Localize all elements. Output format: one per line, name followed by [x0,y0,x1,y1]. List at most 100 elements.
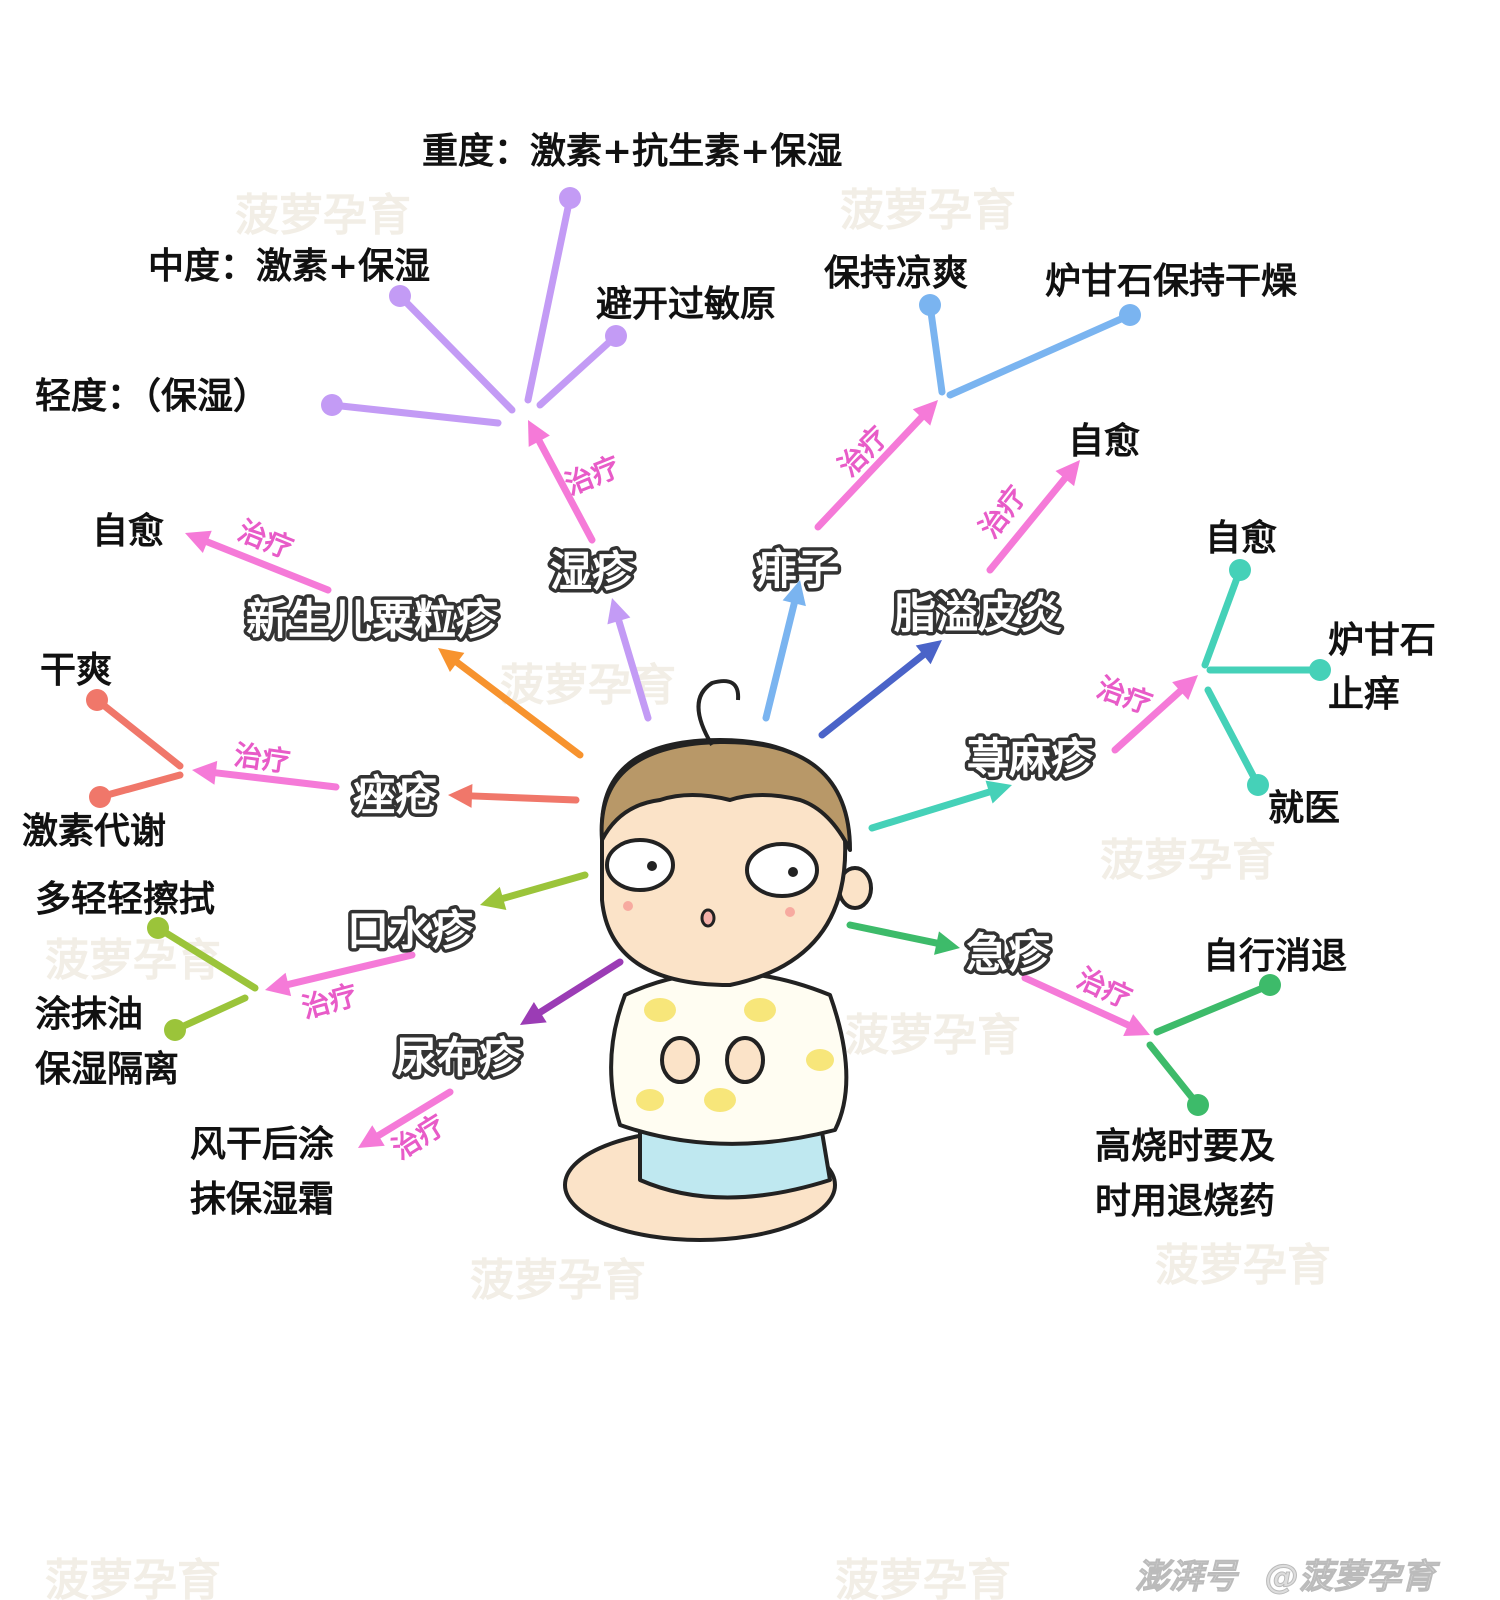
disease-seborrheic-dermatitis: 脂溢皮炎 [894,589,1062,638]
branch-line [93,696,184,770]
watermark: 菠萝孕育 [45,935,221,986]
arrow-line [762,599,798,722]
treatment-acne-dry: 干爽 [40,650,112,691]
arrow-head [185,530,212,554]
branch-line [524,194,574,404]
branch-line [396,292,516,414]
watermark: 菠萝孕育 [1100,835,1276,886]
branch-dot [86,689,108,711]
disease-milia: 新生儿粟粒疹 [246,595,499,644]
treatment-milia: 自愈 [92,510,164,552]
branch-dot [919,294,941,316]
branch-line [1204,686,1262,789]
arrow-line [499,871,589,902]
arrow-head [520,1002,547,1025]
treat-label: 治疗 [298,978,361,1024]
arrow-head [448,783,473,808]
arrow-line [453,658,584,759]
treatment-heat-rash-cool: 保持凉爽 [824,253,968,294]
arrow-head [480,886,507,910]
branch-line [154,924,259,992]
treatment-eczema-avoid: 避开过敏原 [596,284,776,325]
treat-label: 治疗 [386,1108,451,1166]
arrow-line [203,538,332,594]
arrow-line [375,1088,454,1140]
watermark: 菠萝孕育 [235,190,411,241]
disease-acne: 痤疮 [353,771,437,820]
watermark: 菠萝孕育 [835,1555,1011,1600]
arrow-head [1123,1014,1150,1036]
disease-heat-rash: 痱子 [755,545,839,594]
arrow-line [212,769,340,791]
treatment-roseola-fever1: 高烧时要及 [1095,1126,1275,1167]
arrow-head [528,420,550,447]
arrow-head [912,400,938,426]
connector-lines [86,187,1331,1148]
branch-dot [1119,304,1141,326]
arrow-line [468,792,580,804]
treat-label: 治疗 [973,480,1033,544]
arrow-line [986,475,1069,574]
arrow-head [607,598,631,625]
treat-label: 治疗 [560,450,624,502]
watermark: 菠萝孕育 [840,185,1016,236]
footer-watermark: 澎湃号 @菠萝孕育 [1135,1557,1441,1598]
branch-dot [1247,774,1269,796]
baby-illustration [563,679,873,1242]
arrow-head [915,640,942,665]
treat-label: 治疗 [1093,671,1157,721]
treatment-drool-barrier: 保湿隔离 [35,1049,179,1090]
arrow-head [934,931,960,955]
branch-dot [89,786,111,808]
treat-label: 治疗 [832,420,895,483]
watermark: 菠萝孕育 [500,660,676,711]
branch-line [171,994,249,1034]
disease-eczema: 湿疹 [550,547,635,596]
disease-diaper-rash: 尿布疹 [395,1033,522,1082]
treat-label: 治疗 [232,738,292,778]
branch-line [946,311,1134,399]
watermark: 菠萝孕育 [45,1555,221,1600]
watermark: 菠萝孕育 [470,1255,646,1306]
treatment-eczema-mild: 轻度：（保湿） [35,376,269,417]
treatment-roseola-fever2: 时用退烧药 [1095,1181,1275,1222]
arrow-head [782,580,806,607]
arrow-line [1111,687,1184,754]
arrow-head [438,648,465,673]
arrow-line [868,788,993,832]
branch-dot [1259,974,1281,996]
watermark: 菠萝孕育 [1155,1240,1331,1291]
arrow-head [265,972,292,997]
disease-roseola: 急疹 [966,929,1051,978]
watermark: 菠萝孕育 [845,1010,1021,1061]
branch-dot [1229,559,1251,581]
treatment-heat-rash-calamine: 炉甘石保持干燥 [1045,261,1298,302]
arrow-line [814,413,926,531]
treatment-drool-oil: 涂抹油 [35,994,143,1035]
treatment-seborrheic: 自愈 [1068,420,1140,462]
arrow-head [192,760,218,785]
branch-line [328,401,502,427]
branch-line [1201,566,1244,669]
arrow-line [284,951,416,988]
treatment-diaper-dry: 风干后涂 [190,1124,334,1165]
treatment-hives-self: 自愈 [1205,517,1277,559]
branch-dot [1187,1094,1209,1116]
arrow-head [1172,675,1198,700]
branch-line [1146,1041,1202,1109]
branch-dot [559,187,581,209]
treatment-roseola-subside: 自行消退 [1203,936,1347,977]
arrow-head [1055,460,1080,487]
arrow-line [535,437,596,544]
treatment-hives-doctor: 就医 [1268,788,1340,829]
treatment-diaper-cream: 抹保湿霜 [190,1179,334,1220]
arrow-line [1021,974,1132,1029]
branch-line [536,332,620,409]
disease-drool-rash: 口水疹 [347,906,474,955]
treatment-hives-calamine: 炉甘石 [1328,620,1436,661]
treatment-hives-itch: 止痒 [1328,674,1400,715]
branch-dot [389,285,411,307]
arrow-line [536,958,624,1016]
treatment-eczema-severe: 重度：激素+抗生素+保湿 [422,130,842,172]
